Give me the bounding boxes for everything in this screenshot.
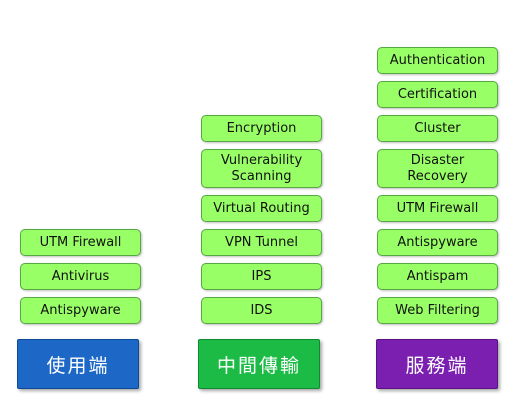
middle-item-encryption: Encryption [201, 115, 322, 142]
server-item-disaster-recovery: Disaster Recovery [377, 149, 498, 188]
server-item-cluster: Cluster [377, 115, 498, 142]
server-item-antispyware: Antispyware [377, 229, 498, 256]
client-item-antispyware: Antispyware [20, 297, 141, 324]
client-item-antivirus: Antivirus [20, 263, 141, 290]
server-item-antispam: Antispam [377, 263, 498, 290]
middle-item-vulnerability-scanning: Vulnerability Scanning [201, 149, 322, 188]
client-item-utm-firewall: UTM Firewall [20, 229, 141, 256]
client-base-label: 使用端 [17, 339, 139, 389]
server-item-web-filtering: Web Filtering [377, 297, 498, 324]
middle-item-ids: IDS [201, 297, 322, 324]
server-item-authentication: Authentication [377, 47, 498, 74]
middle-item-ips: IPS [201, 263, 322, 290]
server-item-utm-firewall: UTM Firewall [377, 195, 498, 222]
server-item-certification: Certification [377, 81, 498, 108]
middle-base-label: 中間傳輸 [198, 339, 320, 389]
middle-item-virtual-routing: Virtual Routing [201, 195, 322, 222]
server-base-label: 服務端 [376, 339, 498, 389]
middle-item-vpn-tunnel: VPN Tunnel [201, 229, 322, 256]
